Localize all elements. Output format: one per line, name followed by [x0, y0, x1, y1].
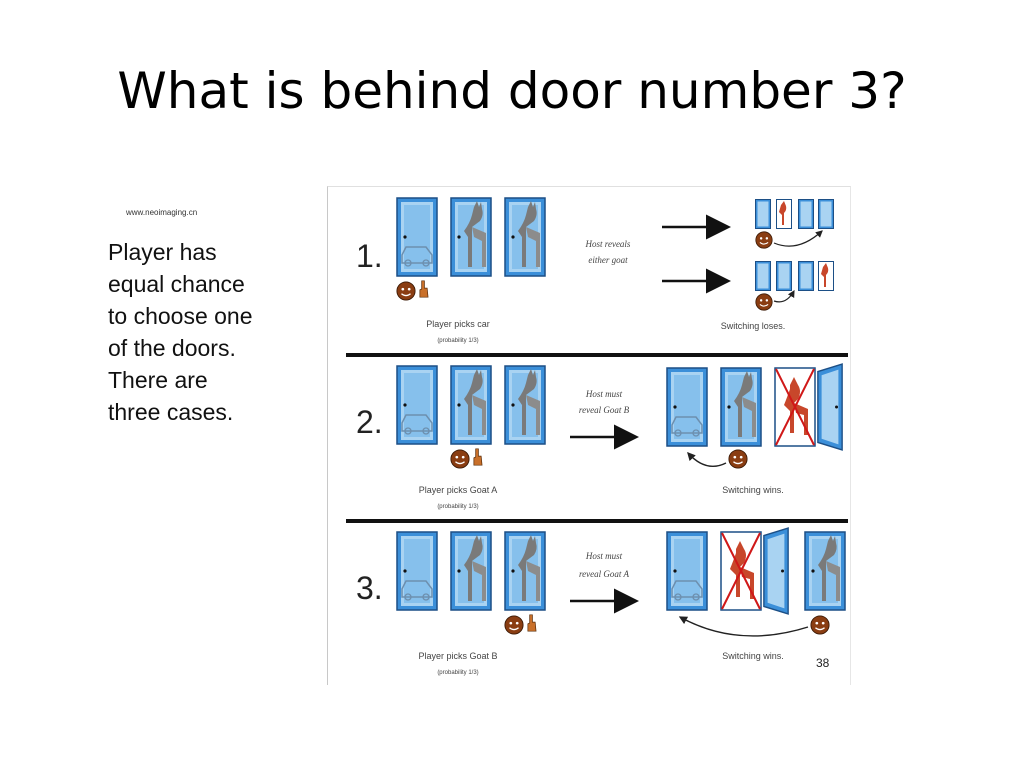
case-3: 3. Player picks Goat B (probability 1/3)… — [356, 527, 846, 676]
case-number: 3. — [356, 570, 383, 606]
open-door-icon — [817, 363, 843, 451]
switch-arrow — [773, 230, 823, 247]
probability-label: (probability 1/3) — [437, 338, 478, 344]
door-icon — [776, 261, 792, 291]
source-url: www.neoimaging.cn — [126, 208, 198, 217]
sidebar-line: equal chance — [108, 271, 245, 297]
door-icon — [755, 199, 771, 229]
probability-label: (probability 1/3) — [437, 504, 478, 510]
door-icon — [818, 199, 834, 229]
pick-label: Player picks Goat B — [418, 651, 497, 661]
case-number: 2. — [356, 404, 383, 440]
host-line-2: reveal Goat A — [579, 569, 629, 579]
monty-hall-figure: 1. Player picks car (probability 1/3) Ho… — [327, 186, 851, 685]
case-2: 2. Player picks Goat A (probability 1/3)… — [356, 363, 843, 510]
host-line-1: Host must — [585, 551, 623, 561]
probability-label: (probability 1/3) — [437, 670, 478, 676]
revealed-goat-icon — [818, 261, 834, 291]
result-label: Switching wins. — [722, 485, 784, 495]
sidebar-line: Player has — [108, 239, 217, 265]
case-1: 1. Player picks car (probability 1/3) Ho… — [356, 197, 834, 344]
sidebar-text: Player has equal chance to choose one of… — [108, 236, 308, 428]
player-face-icon — [810, 615, 830, 635]
door-icon — [798, 199, 814, 229]
door-icon — [755, 261, 771, 291]
switch-arrow — [687, 451, 727, 467]
sidebar-line: three cases. — [108, 399, 234, 425]
host-line-1: Host reveals — [585, 239, 631, 249]
door-icon — [396, 365, 438, 445]
door-icon — [798, 261, 814, 291]
sidebar-line: of the doors. — [108, 335, 236, 361]
open-door-icon — [763, 527, 789, 615]
player-face-icon — [450, 449, 470, 469]
row-divider — [346, 353, 848, 357]
sidebar-line: to choose one — [108, 303, 253, 329]
player-face-icon — [728, 449, 748, 469]
switch-arrow — [678, 616, 809, 637]
row-divider — [346, 519, 848, 523]
pick-label: Player picks car — [426, 319, 490, 329]
player-face-icon — [504, 615, 524, 635]
switch-arrow — [773, 289, 795, 303]
host-line-1: Host must — [585, 389, 623, 399]
door-icon — [666, 531, 708, 611]
host-line-2: reveal Goat B — [579, 405, 630, 415]
result-label: Switching wins. — [722, 651, 784, 661]
door-icon — [666, 367, 708, 447]
door-icon — [396, 531, 438, 611]
case-number: 1. — [356, 238, 383, 274]
player-face-icon — [396, 281, 416, 301]
pick-label: Player picks Goat A — [419, 485, 498, 495]
sidebar-line: There are — [108, 367, 208, 393]
revealed-goat-icon — [720, 531, 762, 611]
player-face-icon — [755, 293, 773, 311]
door-icon — [396, 197, 438, 277]
host-line-2: either goat — [588, 255, 628, 265]
result-label: Switching loses. — [721, 321, 786, 331]
pointing-hand-icon — [527, 614, 537, 632]
slide-title: What is behind door number 3? — [117, 62, 907, 120]
pointing-hand-icon — [419, 280, 429, 298]
player-face-icon — [755, 231, 773, 249]
pointing-hand-icon — [473, 448, 483, 466]
page-number: 38 — [816, 656, 830, 670]
revealed-goat-icon — [776, 199, 792, 229]
revealed-goat-icon — [774, 367, 816, 447]
